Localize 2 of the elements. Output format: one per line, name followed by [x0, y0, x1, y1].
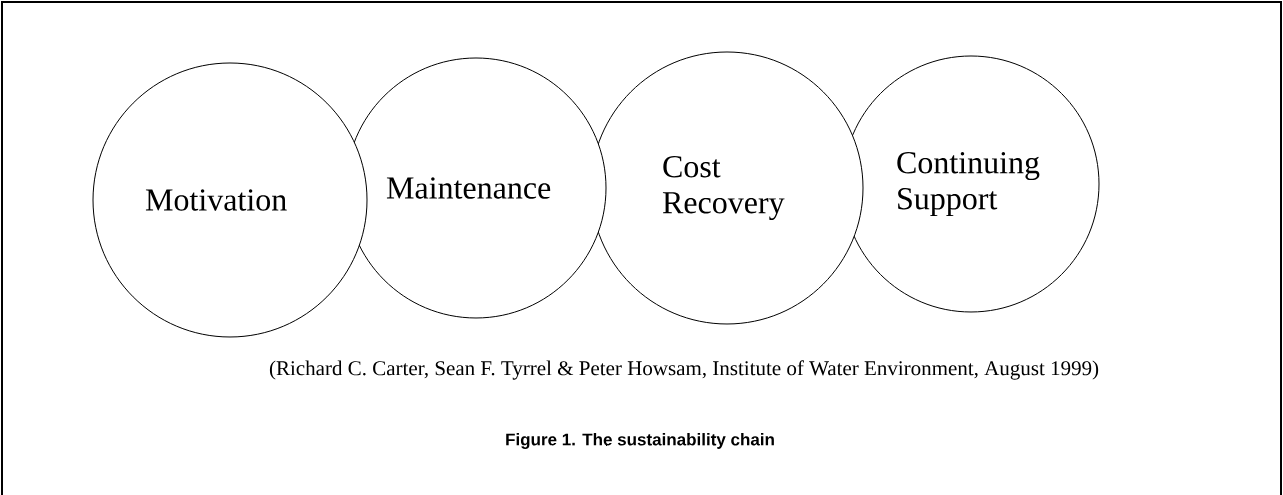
- citation: (Richard C. Carter, Sean F. Tyrrel & Peter Howsam, Institute of Water Environment, August 1999): [269, 360, 1099, 380]
- caption: Figure 1. The sustainability chain: [506, 433, 774, 449]
